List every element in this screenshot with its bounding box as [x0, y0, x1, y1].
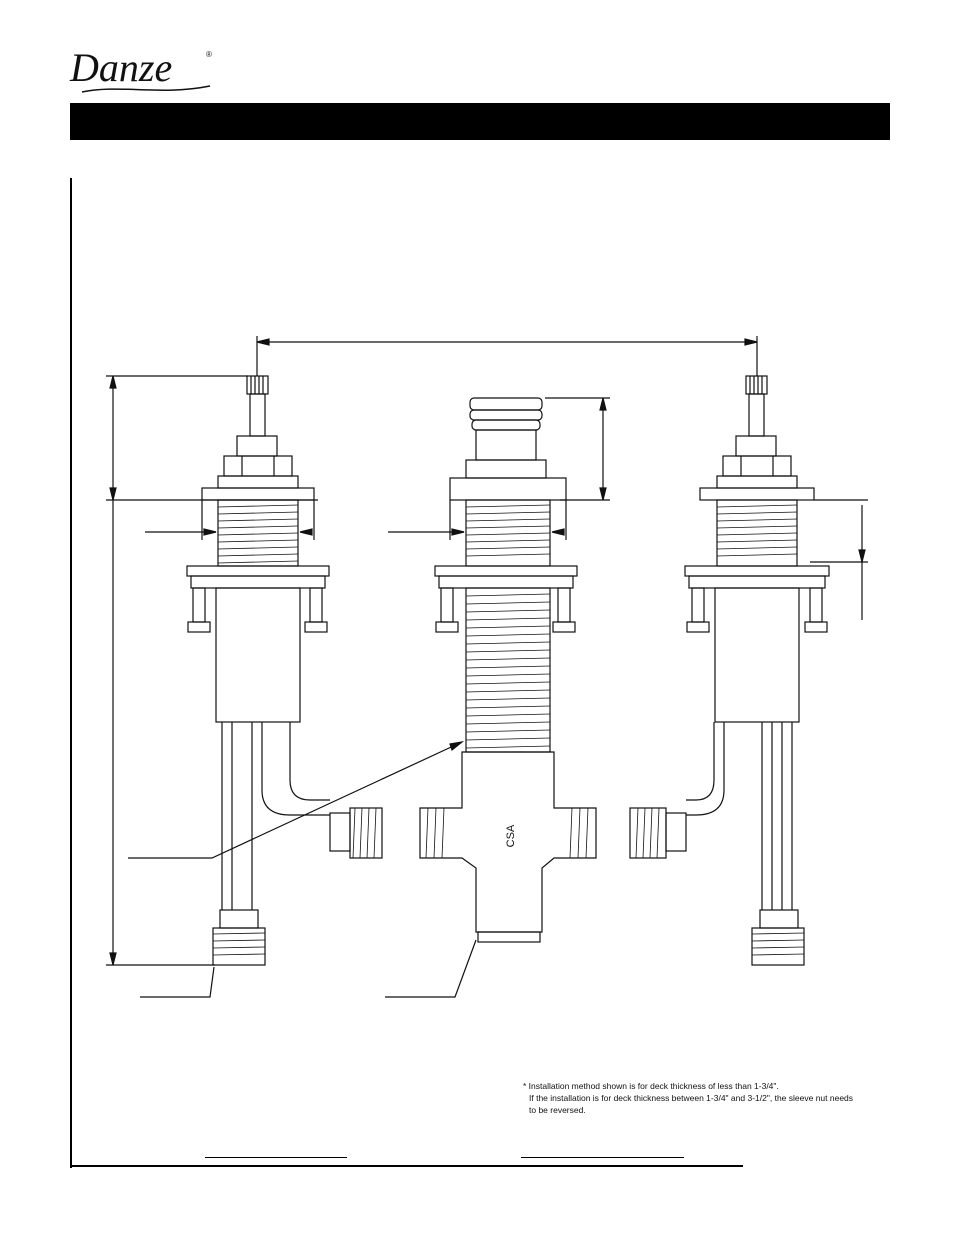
installation-note: * Installation method shown is for deck …	[523, 1080, 893, 1116]
body-marking: CSA	[505, 824, 517, 847]
note-line-3: to be reversed.	[529, 1105, 586, 1115]
note-line-2: If the installation is for deck thicknes…	[529, 1093, 854, 1103]
center-valve: CSA	[128, 397, 610, 998]
left-valve	[140, 375, 383, 998]
right-valve	[629, 375, 868, 966]
logo-swoosh	[81, 85, 211, 93]
frame-left-border	[70, 178, 72, 1168]
caption-line-right	[521, 1157, 684, 1158]
caption-line-left	[205, 1157, 347, 1158]
brand-logo: Danze ®	[70, 36, 230, 100]
logo-text: Danze	[70, 45, 173, 90]
header-bar	[70, 103, 890, 140]
dimension-overall-height	[106, 375, 318, 966]
frame-bottom-border	[70, 1165, 743, 1167]
dimension-center-spacing	[256, 336, 758, 376]
note-line-1: * Installation method shown is for deck …	[523, 1081, 779, 1091]
registered-mark: ®	[206, 50, 212, 59]
